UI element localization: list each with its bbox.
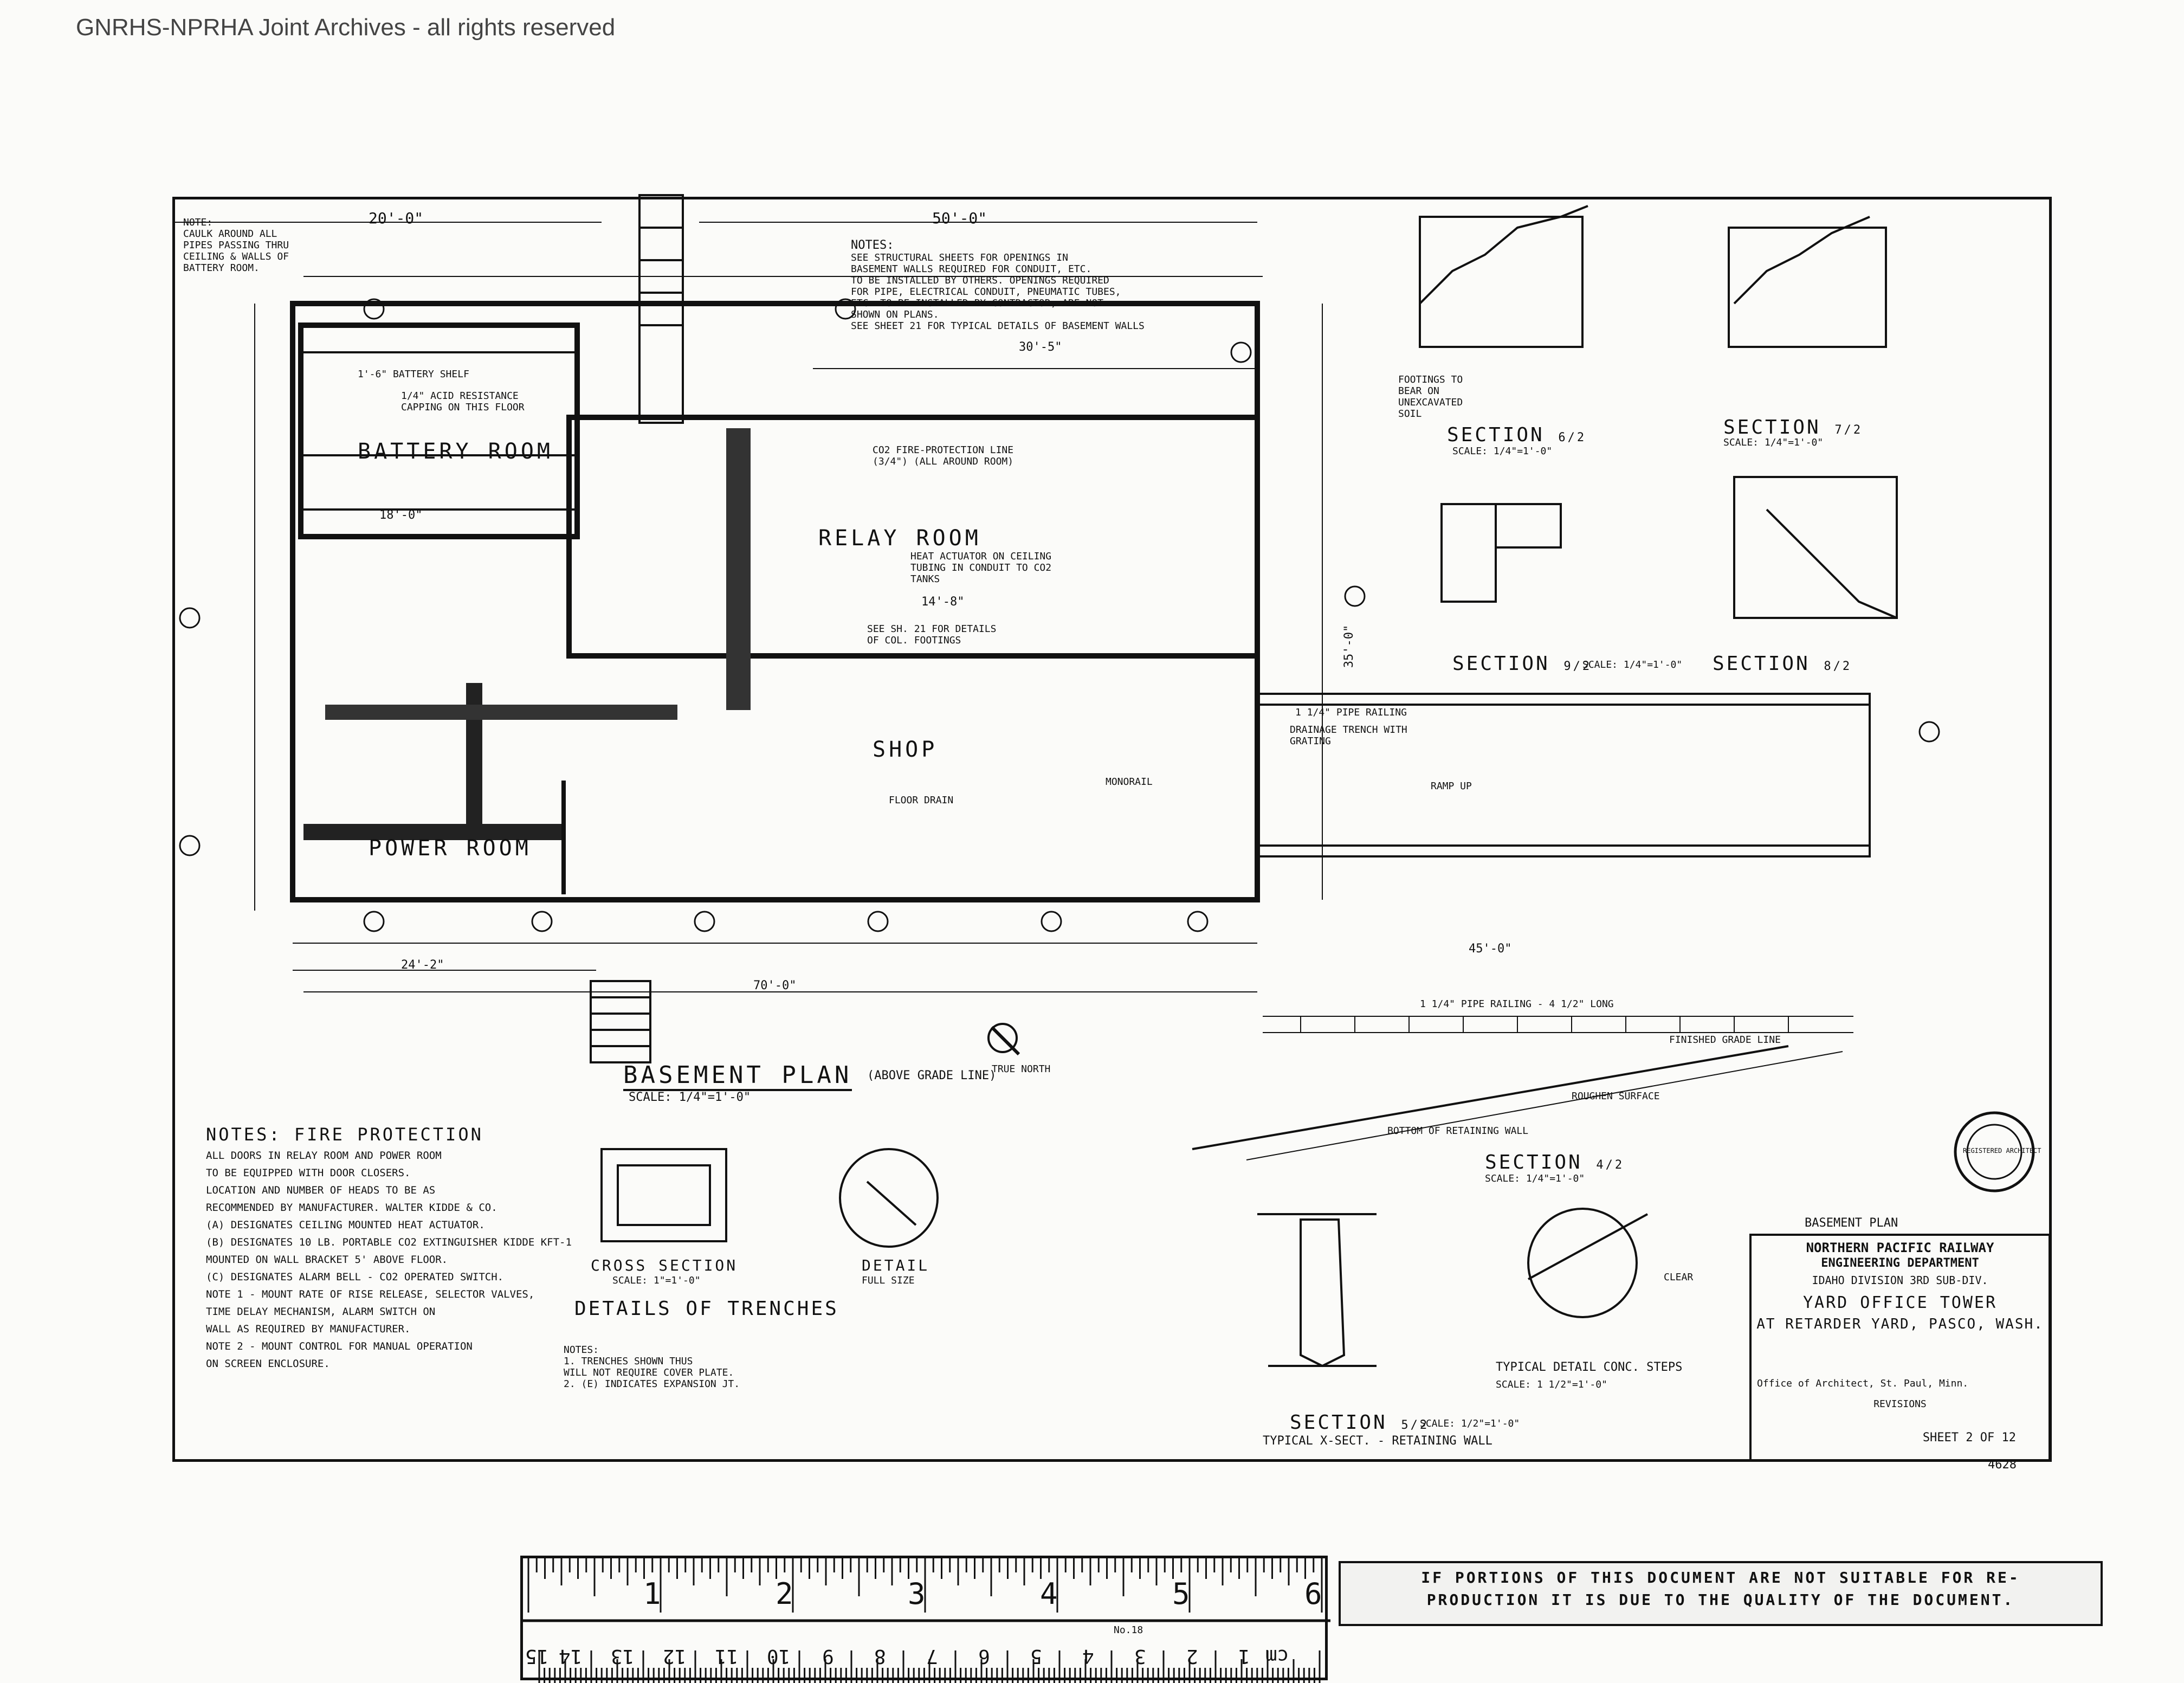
section-9-label: SECTION 9/2 <box>1452 653 1592 675</box>
dim-battery-inner: 18'-0" <box>379 508 423 522</box>
title-block-sheet-label: BASEMENT PLAN <box>1805 1216 1898 1230</box>
room-label-shop: SHOP <box>873 737 938 762</box>
room-label-relay: RELAY ROOM <box>818 526 981 551</box>
note-ramp-railing: 1 1/4" PIPE RAILING - 4 1/2" LONG <box>1420 998 1614 1010</box>
note-footings: FOOTINGS TO BEAR ON UNEXCAVATED SOIL <box>1398 374 1463 420</box>
section-5-scale: SCALE: 1/2"=1'-0" <box>1420 1418 1520 1429</box>
north-arrow-label: TRUE NORTH <box>992 1063 1051 1075</box>
section-7-label: SECTION 7/2 <box>1723 416 1863 439</box>
callout-monorail: MONORAIL <box>1106 776 1153 788</box>
trench-details-title: DETAILS OF TRENCHES <box>574 1298 839 1320</box>
relay-room-walls <box>566 415 1260 659</box>
title-dept: ENGINEERING DEPARTMENT <box>1821 1256 1979 1270</box>
callout-battery-shelf: 1'-6" BATTERY SHELF <box>358 369 469 380</box>
section-5-label: SECTION 5/2 <box>1290 1411 1430 1434</box>
dim-bottom-total: 70'-0" <box>753 979 797 992</box>
callout-fire-line: CO2 FIRE-PROTECTION LINE (3/4") (ALL ARO… <box>873 444 1014 467</box>
note-finished-grade: FINISHED GRADE LINE <box>1669 1034 1781 1046</box>
ruler-inch-5: 5 <box>1172 1577 1190 1611</box>
title-revisions: REVISIONS <box>1873 1398 1927 1410</box>
dim-ramp-length: 45'-0" <box>1469 942 1512 956</box>
drawing-sheet-frame <box>172 197 2052 1462</box>
title-office: Office of Architect, St. Paul, Minn. <box>1757 1378 1969 1389</box>
scale-ruler: 1 2 3 4 5 6 No.18 cm 1 2 3 4 5 6 7 8 9 1… <box>520 1556 1330 1683</box>
cross-section-label: CROSS SECTION <box>591 1256 738 1274</box>
trench-notes: NOTES: 1. TRENCHES SHOWN THUS WILL NOT R… <box>564 1344 740 1390</box>
section-9-scale: SCALE: 1/4"=1'-0" <box>1582 659 1683 670</box>
plan-title-note: (ABOVE GRADE LINE) <box>867 1069 997 1082</box>
title-sheet-number: SHEET 2 OF 12 <box>1922 1431 2016 1445</box>
note-roughen: ROUGHEN SURFACE <box>1572 1091 1660 1102</box>
cross-section-scale: SCALE: 1"=1'-0" <box>612 1275 701 1286</box>
section-7-scale: SCALE: 1/4"=1'-0" <box>1723 437 1824 448</box>
callout-heat-actuator: HEAT ACTUATOR ON CEILING TUBING IN CONDU… <box>910 551 1052 585</box>
callout-drainage-trench: DRAINAGE TRENCH WITH GRATING <box>1290 724 1407 747</box>
archive-watermark: GNRHS-NPRHA Joint Archives - all rights … <box>76 14 616 41</box>
note-stair-scale: SCALE: 1 1/2"=1'-0" <box>1496 1379 1607 1390</box>
room-label-battery: BATTERY ROOM <box>358 439 553 464</box>
fire-protection-notes: NOTES: FIRE PROTECTION ALL DOORS IN RELA… <box>206 1122 585 1372</box>
file-number: 4628 <box>1988 1458 2017 1472</box>
note-bottom-wall: BOTTOM OF RETAINING WALL <box>1387 1125 1529 1137</box>
registration-stamp: REGISTERED ARCHITECT <box>1963 1147 2041 1155</box>
legibility-notice: IF PORTIONS OF THIS DOCUMENT ARE NOT SUI… <box>1339 1561 2103 1626</box>
detail-scale: FULL SIZE <box>862 1275 915 1286</box>
note-stair-detail: TYPICAL DETAIL CONC. STEPS <box>1496 1360 1683 1374</box>
ruler-model: No.18 <box>1114 1624 1143 1636</box>
legibility-line-2: PRODUCTION IT IS DUE TO THE QUALITY OF T… <box>1426 1591 2015 1609</box>
title-project: YARD OFFICE TOWER <box>1802 1293 1998 1312</box>
callout-acid-capping: 1/4" ACID RESISTANCE CAPPING ON THIS FLO… <box>401 390 525 413</box>
callout-trench-details: SEE SH. 21 FOR DETAILS OF COL. FOOTINGS <box>867 623 997 646</box>
ruler-inch-3: 3 <box>908 1577 926 1611</box>
callout-floor-drain: FLOOR DRAIN <box>889 795 954 806</box>
dim-bottom-left: 24'-2" <box>401 958 444 972</box>
battery-room-walls <box>298 323 580 539</box>
title-block: NORTHERN PACIFIC RAILWAY ENGINEERING DEP… <box>1749 1234 2051 1461</box>
section-4-label: SECTION 4/2 <box>1485 1151 1625 1173</box>
section-8-label: SECTION 8/2 <box>1713 653 1852 675</box>
callout-pipe-railing: 1 1/4" PIPE RAILING <box>1295 707 1407 718</box>
dim-top-left: 20'-0" <box>369 209 424 227</box>
dim-relay-inner: 14'-8" <box>921 595 965 609</box>
title-location: AT RETARDER YARD, PASCO, WASH. <box>1756 1316 2044 1332</box>
ruler-inch-4: 4 <box>1040 1577 1058 1611</box>
legibility-line-1: IF PORTIONS OF THIS DOCUMENT ARE NOT SUI… <box>1421 1569 2020 1587</box>
dim-side-right: 35'-0" <box>1342 624 1356 668</box>
section-4-scale: SCALE: 1/4"=1'-0" <box>1485 1173 1585 1184</box>
fire-notes-heading: NOTES: FIRE PROTECTION <box>206 1124 483 1145</box>
dim-top-mid: 50'-0" <box>932 209 987 227</box>
ruler-inch-2: 2 <box>776 1577 793 1611</box>
ruler-inch-1: 1 <box>643 1577 661 1611</box>
ruler-cm-labels: 1 2 3 4 5 6 7 8 9 10 11 12 13 14 15 <box>525 1645 1250 1667</box>
plan-notes-heading: NOTES: <box>851 238 894 252</box>
corner-note: NOTE: CAULK AROUND ALL PIPES PASSING THR… <box>183 217 289 274</box>
plan-notes: NOTES: SEE STRUCTURAL SHEETS FOR OPENING… <box>851 238 1145 332</box>
plan-title: BASEMENT PLAN <box>623 1061 852 1091</box>
detail-label: DETAIL <box>862 1256 930 1274</box>
note-clear: CLEAR <box>1664 1272 1694 1283</box>
plan-scale: SCALE: 1/4"=1'-0" <box>629 1091 751 1104</box>
note-retaining-wall: TYPICAL X-SECT. - RETAINING WALL <box>1263 1434 1492 1448</box>
title-company: NORTHERN PACIFIC RAILWAY <box>1806 1240 1994 1255</box>
ruler-inch-6: 6 <box>1304 1577 1322 1611</box>
callout-ramp-up: RAMP UP <box>1431 781 1472 792</box>
title-division: IDAHO DIVISION 3RD SUB-DIV. <box>1812 1274 1988 1287</box>
section-6-scale: SCALE: 1/4"=1'-0" <box>1452 446 1553 457</box>
section-6-label: SECTION 6/2 <box>1447 424 1587 446</box>
room-label-power: POWER ROOM <box>369 836 532 861</box>
dim-relay-width: 30'-5" <box>1019 340 1062 354</box>
